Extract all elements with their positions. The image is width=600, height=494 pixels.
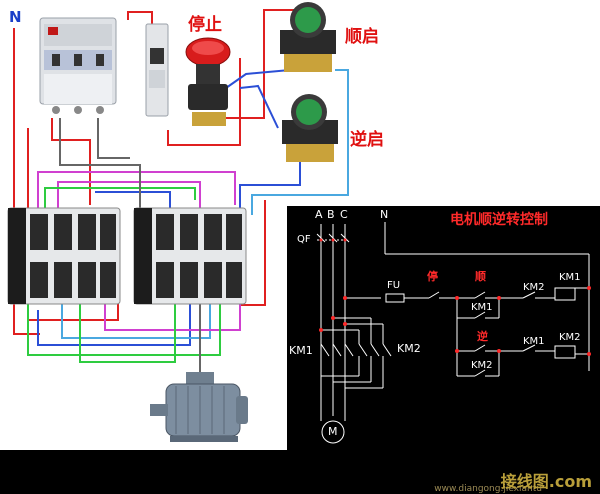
wire-gray-1 [59,118,141,215]
wire-red-neutral [13,28,40,335]
contactor-km1 [7,207,121,305]
wire-lightblue-1 [251,69,349,215]
km2-main-label: KM2 [397,342,421,355]
km1-coil-label: KM1 [559,272,581,283]
reverse-start-button [282,94,338,162]
wire-blue-1 [225,69,291,89]
wire-magenta-1 [37,171,236,215]
forward-start-button [280,2,336,72]
stop-symbol-label: 停 [427,270,438,283]
wire-blue-2 [239,84,279,129]
wire-red-stop [167,58,241,146]
control-schematic: A B C N 电机顺逆转控制 QF FU 停 顺 KM1 KM2 KM1 逆 … [287,206,600,450]
wire-blue-4 [95,191,171,215]
single-pole-breaker [145,23,169,117]
wire-lightblue-2 [61,300,211,339]
km1-aux-label: KM1 [471,302,493,313]
reverse-start-label: 逆启 [350,130,384,150]
contactor-km2 [133,207,247,305]
fuse-label: FU [387,280,401,291]
motor-symbol-label: M [328,425,338,438]
wire-blue-3 [239,160,301,215]
breaker-qf-label: QF [297,234,311,245]
neutral-label: N [9,8,22,26]
forward-start-label: 顺启 [345,27,379,47]
schematic-title: 电机顺逆转控制 [450,212,548,228]
three-pole-breaker [39,17,117,114]
schematic-neutral-label: N [380,208,389,221]
wire-red-stop2 [226,9,310,119]
motor [150,372,248,442]
km1-interlock-label: KM1 [523,336,545,347]
stop-label: 停止 [188,15,222,35]
wire-green-2 [27,300,221,356]
stop-button [185,37,231,126]
wires [13,9,349,378]
wire-red-breaker-loop [127,11,153,28]
schematic-lines [316,222,591,444]
wire-gray-2 [97,118,130,159]
km2-coil-label: KM2 [559,332,581,343]
wire-blue-5 [37,300,191,346]
wire-magenta-2 [57,181,201,215]
wire-green-1 [44,187,196,215]
km2-aux-label: KM2 [471,360,493,371]
phase-b-label: B [327,208,335,221]
bottom-bar: www.diangong.jiexiantu 接线图.com [0,450,600,494]
forward-symbol-label: 顺 [475,270,486,283]
phase-a-label: A [315,208,323,221]
wire-green-3 [79,300,176,363]
km1-main-label: KM1 [289,344,313,357]
wire-red-right [240,200,266,306]
phase-c-label: C [340,208,348,221]
wire-magenta-3 [104,300,241,331]
reverse-symbol-label: 逆 [477,330,488,343]
km2-interlock-label: KM2 [523,282,545,293]
watermark-logo: 接线图.com [500,472,592,491]
watermark-url: www.diangong.jiexiantu [434,484,542,494]
